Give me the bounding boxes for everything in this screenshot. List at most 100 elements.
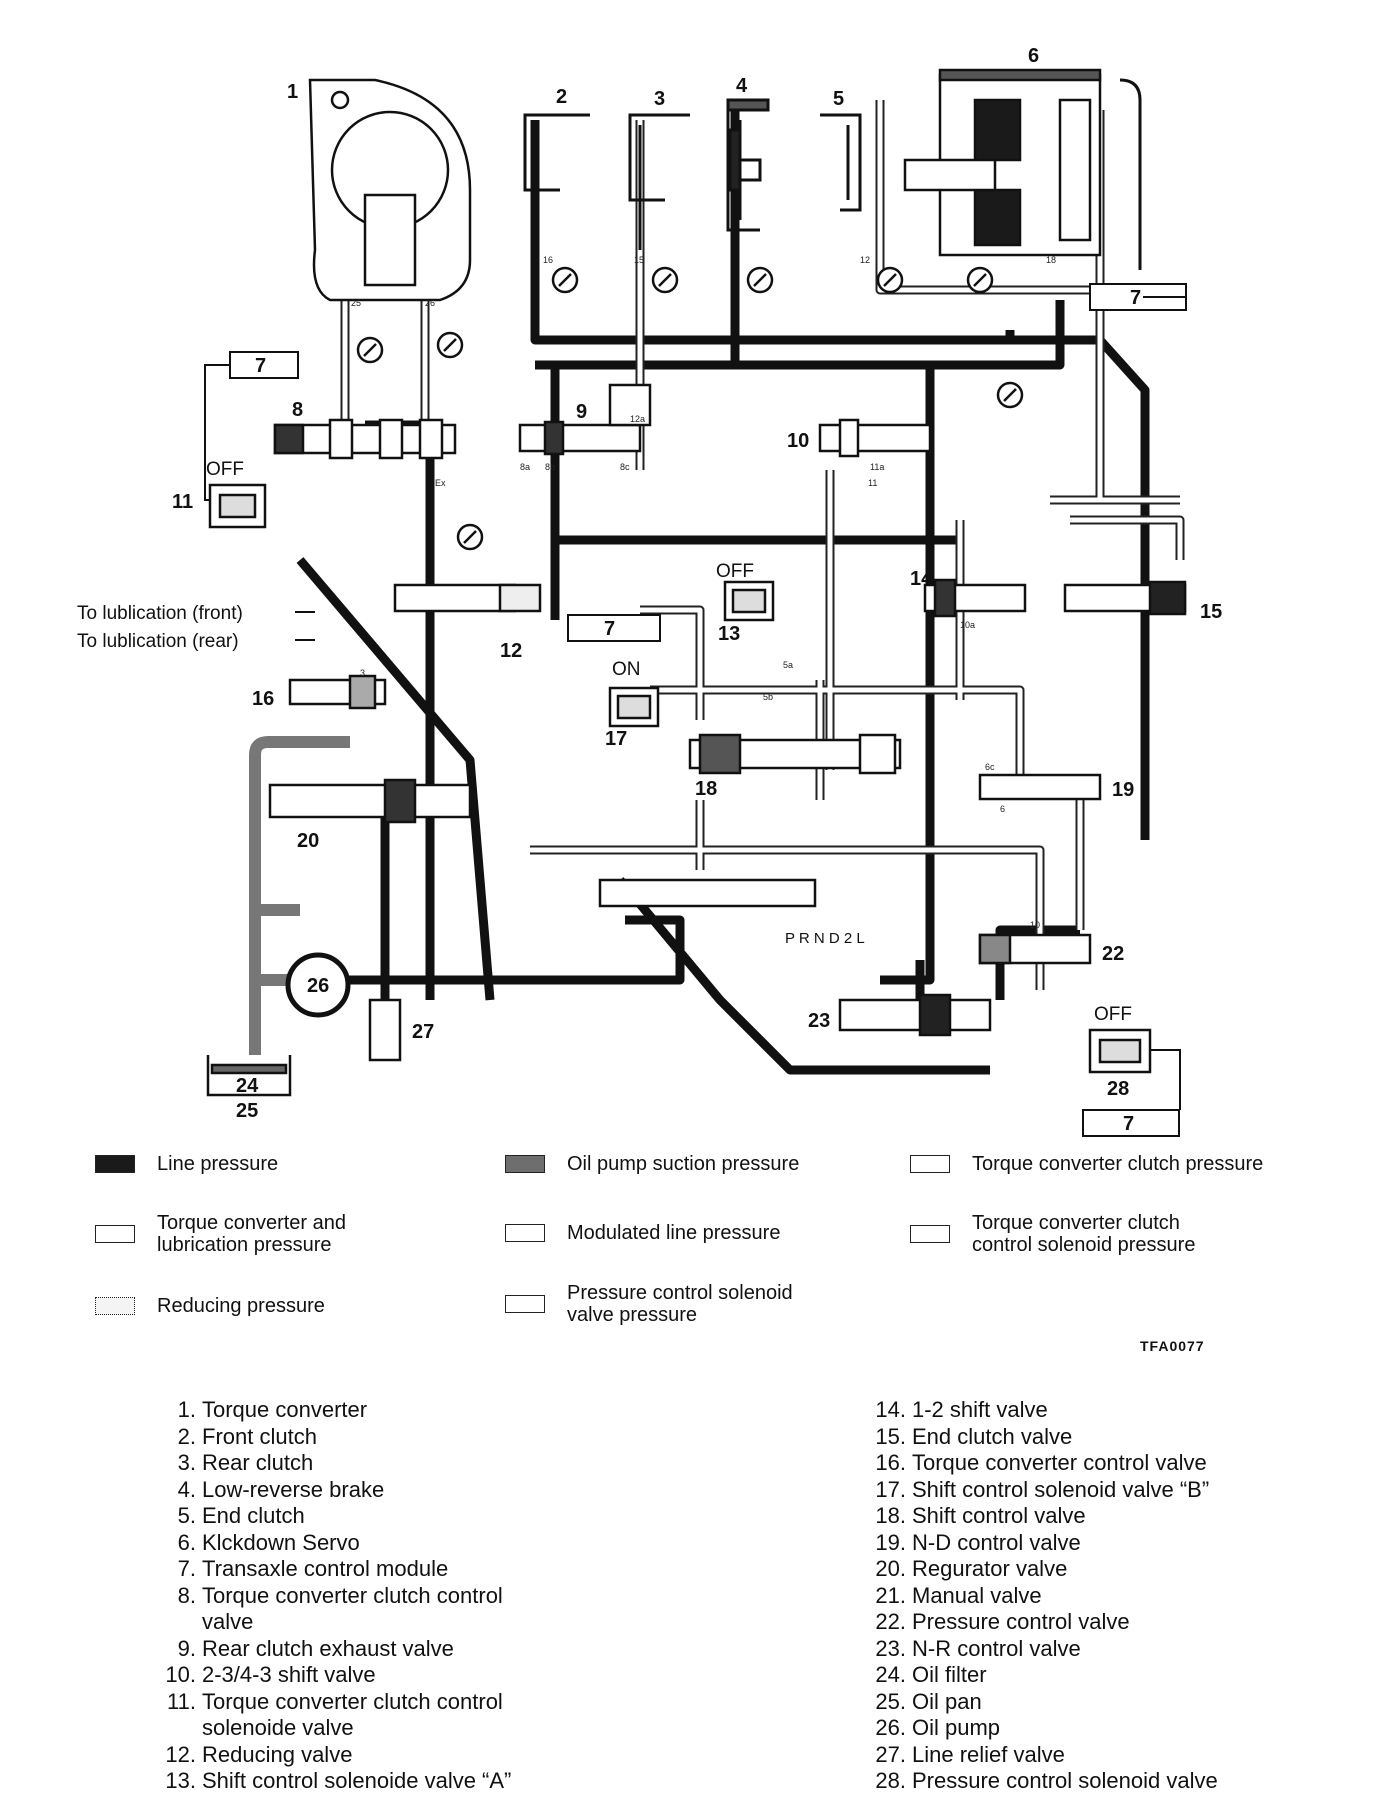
parts-list-item: 27.Line relief valve xyxy=(860,1742,1218,1769)
front-clutch-housing xyxy=(523,113,590,250)
legend-label: Torque converter clutch control solenoid… xyxy=(972,1212,1196,1256)
label-7c: 7 xyxy=(1130,287,1141,309)
port-11a: 11a xyxy=(870,462,884,472)
part-number: 11. xyxy=(167,1688,196,1714)
part-name: Oil pump xyxy=(912,1715,1001,1740)
part-number: 5. xyxy=(177,1503,196,1528)
label-23: 23 xyxy=(808,1010,830,1032)
label-28: 28 xyxy=(1107,1078,1129,1100)
label-1: 1 xyxy=(287,81,298,103)
part-number: 4. xyxy=(177,1476,196,1502)
label-7d: 7 xyxy=(1123,1113,1134,1135)
part-name: Torque converter clutch control solenoid… xyxy=(202,1688,503,1741)
parts-list-item: 22.Pressure control valve xyxy=(860,1609,1218,1636)
part-name: Regurator valve xyxy=(912,1556,1068,1581)
swatch-tcc-solenoid xyxy=(910,1225,950,1243)
port-6: 6 xyxy=(1000,804,1005,814)
legend-reducing: Reducing pressure xyxy=(95,1295,325,1317)
swatch-suction xyxy=(505,1155,545,1173)
solenoid-valves xyxy=(208,483,1152,1074)
label-19: 19 xyxy=(1112,779,1134,801)
part-number: 19. xyxy=(875,1529,906,1555)
part-number: 3. xyxy=(177,1450,196,1475)
label-11: 11 xyxy=(172,491,193,513)
part-number: 16. xyxy=(875,1450,906,1475)
part-number: 28. xyxy=(875,1768,906,1793)
part-number: 10. xyxy=(165,1662,196,1687)
port-8a: 8a xyxy=(520,462,530,472)
label-4: 4 xyxy=(736,75,748,97)
legend-label: Oil pump suction pressure xyxy=(567,1153,800,1175)
part-number: 25. xyxy=(875,1688,906,1714)
parts-list-item: 8.Torque converter clutch control valve xyxy=(150,1583,511,1636)
legend-label: Torque converter clutch pressure xyxy=(972,1153,1264,1175)
oil-pan-25 xyxy=(206,1055,292,1097)
parts-list-item: 12.Reducing valve xyxy=(150,1742,511,1769)
port-6c: 6c xyxy=(985,762,995,772)
part-number: 27. xyxy=(875,1741,906,1767)
port-8c: 8c xyxy=(620,462,630,472)
part-number: 23. xyxy=(875,1635,906,1661)
part-name: N-R control valve xyxy=(912,1635,1081,1661)
kickdown-servo-component xyxy=(903,68,1142,270)
label-24: 24 xyxy=(236,1075,259,1097)
label-25: 25 xyxy=(236,1100,258,1122)
part-name: Pressure control solenoid valve xyxy=(912,1768,1218,1793)
parts-list-item: 11.Torque converter clutch control solen… xyxy=(150,1689,511,1742)
port-18: 18 xyxy=(1046,255,1056,265)
parts-list-item: 3.Rear clutch xyxy=(150,1450,511,1477)
parts-list-item: 19.N-D control valve xyxy=(860,1530,1218,1557)
swatch-pcs xyxy=(505,1295,545,1313)
part-name: Oil filter xyxy=(912,1662,987,1687)
legend-tc-lubrication: Torque converter and lubrication pressur… xyxy=(95,1212,346,1256)
parts-list-item: 10.2-3/4-3 shift valve xyxy=(150,1662,511,1689)
parts-list-item: 18.Shift control valve xyxy=(860,1503,1218,1530)
label-10: 10 xyxy=(787,430,809,452)
legend-tcc-solenoid: Torque converter clutch control solenoid… xyxy=(910,1212,1195,1256)
port-26: 26 xyxy=(425,298,435,308)
swatch-line-pressure xyxy=(95,1155,135,1173)
oil-pump-26 xyxy=(285,952,351,1018)
parts-list-item: 24.Oil filter xyxy=(860,1662,1218,1689)
port-12a: 12a xyxy=(630,414,645,424)
label-13: 13 xyxy=(718,623,740,645)
legend-label: Pressure control solenoid valve pressure xyxy=(567,1282,793,1326)
label-27: 27 xyxy=(412,1021,434,1043)
parts-list-item: 15.End clutch valve xyxy=(860,1424,1218,1451)
part-name: 2-3/4-3 shift valve xyxy=(202,1662,376,1687)
port-10: 10 xyxy=(1030,920,1040,930)
label-26: 26 xyxy=(307,975,329,997)
tcm-boxes xyxy=(204,283,1187,1137)
parts-list-item: 7.Transaxle control module xyxy=(150,1556,511,1583)
gear-positions: P R N D 2 L xyxy=(785,930,865,947)
valve-bodies xyxy=(268,383,1187,1062)
legend-pcs-pressure: Pressure control solenoid valve pressure xyxy=(505,1282,793,1326)
parts-list-item: 2.Front clutch xyxy=(150,1424,511,1451)
part-name: Torque converter control valve xyxy=(912,1450,1207,1475)
legend-modulated: Modulated line pressure xyxy=(505,1222,780,1244)
solenoid-state-labels: OFF OFF ON OFF xyxy=(206,459,1132,1025)
label-7a: 7 xyxy=(255,355,266,377)
part-name: End clutch xyxy=(202,1503,305,1528)
lubrication-labels: To lublication (front) To lublication (r… xyxy=(77,603,315,652)
state-17: ON xyxy=(612,659,641,680)
part-name: Shift control valve xyxy=(912,1503,1086,1528)
legend-oil-pump-suction: Oil pump suction pressure xyxy=(505,1153,799,1175)
port-16: 16 xyxy=(543,255,553,265)
port-ex: Ex xyxy=(435,478,446,488)
parts-list-item: 4.Low-reverse brake xyxy=(150,1477,511,1504)
part-name: Pressure control valve xyxy=(912,1609,1130,1634)
part-name: 1-2 shift valve xyxy=(912,1397,1048,1422)
label-8: 8 xyxy=(292,399,303,421)
state-11: OFF xyxy=(206,459,244,480)
label-20: 20 xyxy=(297,830,319,852)
parts-list-item: 6.Klckdown Servo xyxy=(150,1530,511,1557)
part-name: Line relief valve xyxy=(912,1741,1065,1767)
state-13: OFF xyxy=(716,561,754,582)
part-number: 9. xyxy=(177,1635,196,1661)
lub-rear-label: To lublication (rear) xyxy=(77,631,239,652)
component-number-labels: 1 2 3 4 5 6 7 7 7 7 8 9 10 11 12 13 14 1… xyxy=(172,45,1222,1135)
swatch-tc-lub xyxy=(95,1225,135,1243)
